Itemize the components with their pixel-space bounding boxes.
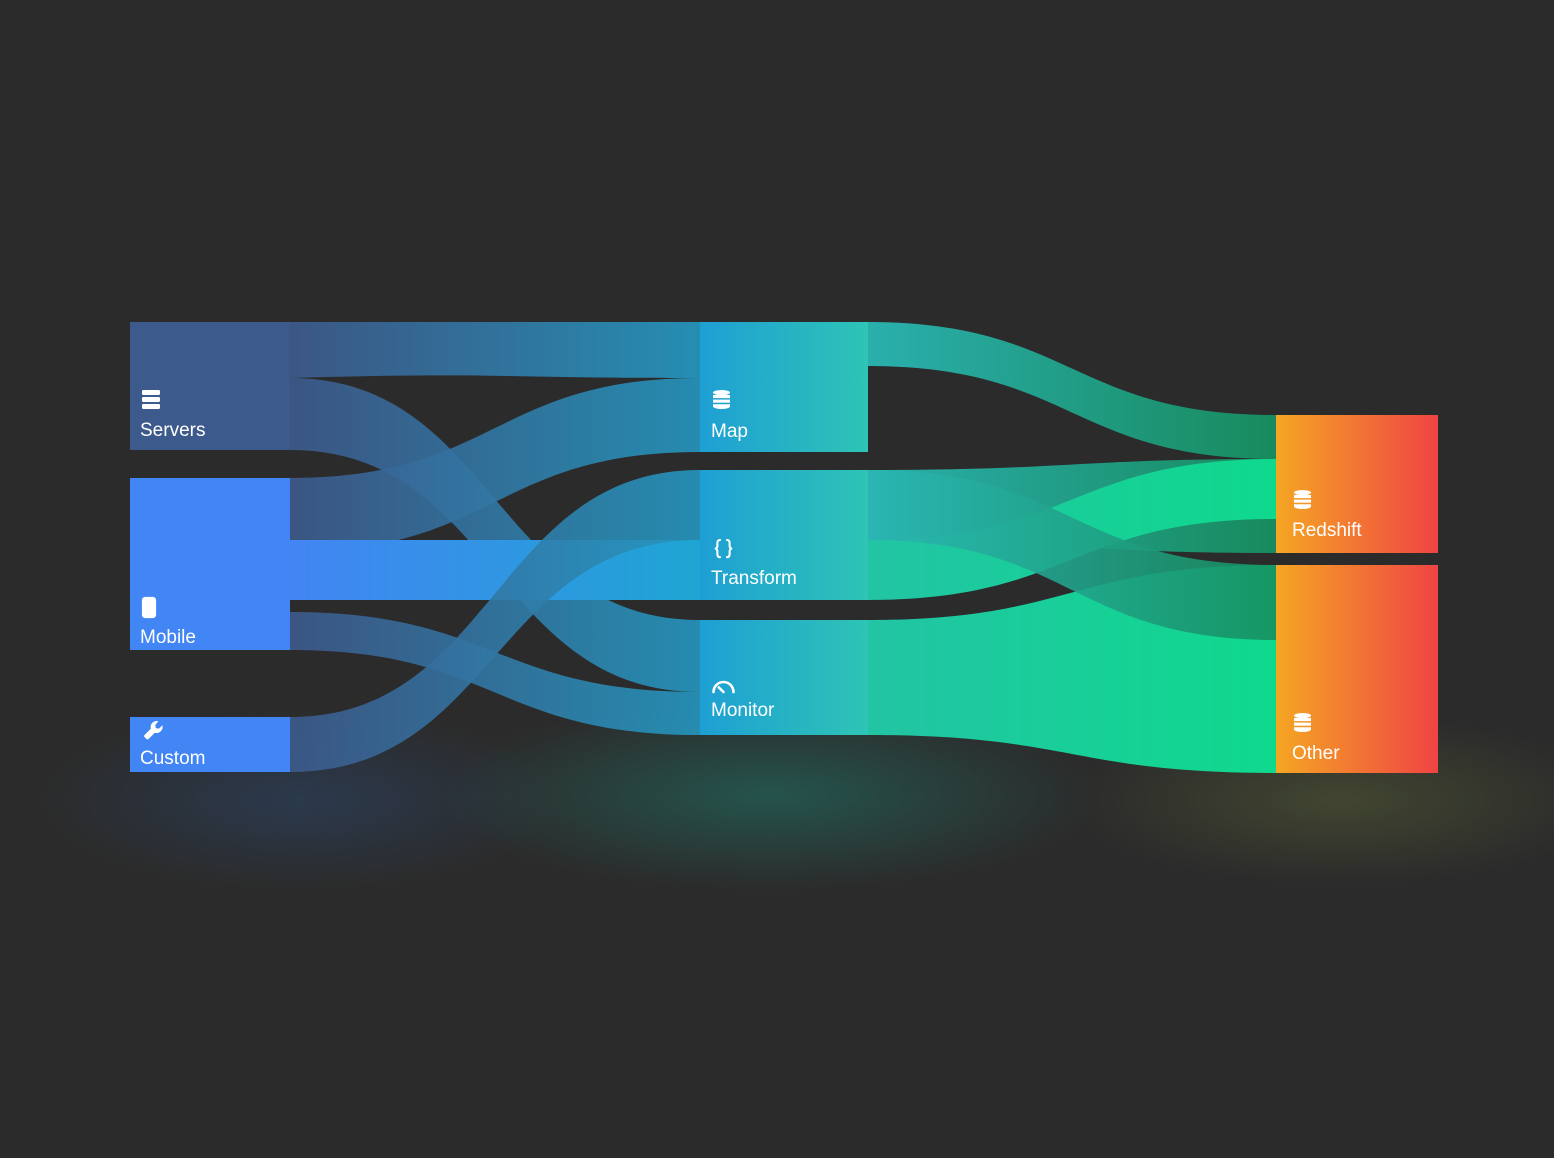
node-monitor[interactable]: Monitor bbox=[700, 620, 868, 735]
node-label-other: Other bbox=[1292, 743, 1340, 764]
link-custom-to-transform[interactable] bbox=[290, 470, 700, 772]
ambient-glow bbox=[40, 700, 1554, 890]
link-servers-to-monitor[interactable] bbox=[290, 378, 700, 692]
node-label-custom: Custom bbox=[140, 748, 205, 769]
link-mobile-to-transform[interactable] bbox=[290, 540, 700, 600]
link-mobile-to-monitor[interactable] bbox=[290, 612, 700, 735]
node-custom[interactable]: Custom bbox=[130, 717, 290, 772]
wrench-icon bbox=[144, 720, 163, 740]
node-other[interactable]: Other bbox=[1276, 565, 1438, 773]
database-icon bbox=[713, 390, 730, 409]
node-label-monitor: Monitor bbox=[711, 700, 775, 721]
nodes: Servers Mobile Custom bbox=[130, 322, 1438, 773]
link-map-to-other[interactable] bbox=[868, 470, 1276, 640]
node-label-mobile: Mobile bbox=[140, 627, 196, 648]
links-stage-processors-to-destinations bbox=[868, 322, 1276, 773]
mobile-icon bbox=[141, 596, 157, 619]
database-icon bbox=[1294, 490, 1311, 509]
server-icon bbox=[142, 390, 160, 409]
node-label-map: Map bbox=[711, 421, 748, 442]
node-servers[interactable]: Servers bbox=[130, 322, 290, 450]
database-icon bbox=[1294, 713, 1311, 732]
links-stage-sources-to-processors bbox=[290, 322, 700, 772]
node-label-transform: Transform bbox=[711, 568, 797, 589]
link-map-to-redshift[interactable] bbox=[868, 322, 1276, 459]
link-mobile-to-map[interactable] bbox=[290, 378, 700, 552]
node-transform[interactable]: Transform bbox=[700, 470, 868, 600]
node-label-servers: Servers bbox=[140, 420, 205, 441]
gauge-icon bbox=[712, 680, 735, 694]
link-servers-to-map[interactable] bbox=[290, 322, 700, 378]
node-map[interactable]: Map bbox=[700, 322, 868, 452]
node-mobile[interactable]: Mobile bbox=[130, 478, 290, 650]
node-label-redshift: Redshift bbox=[1292, 520, 1362, 541]
node-redshift[interactable]: Redshift bbox=[1276, 415, 1438, 553]
